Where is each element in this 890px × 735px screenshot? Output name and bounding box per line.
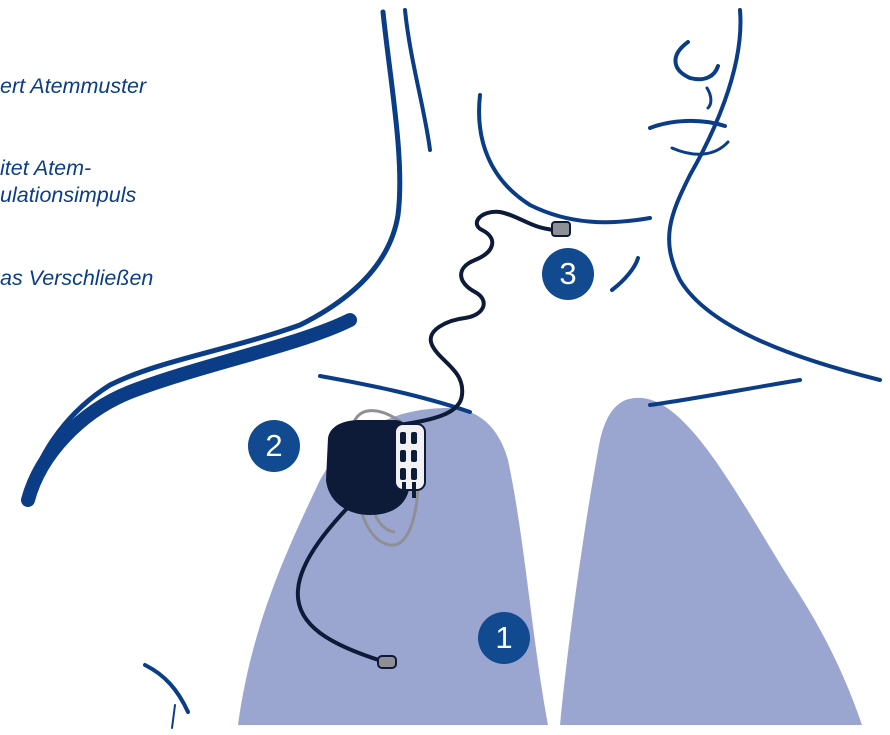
caption-stimulation: itet Atem- ulationsimpuls — [0, 155, 136, 209]
stimulation-lead — [400, 212, 555, 425]
right-lung — [560, 398, 862, 725]
caption-airway: as Verschließen — [0, 265, 153, 292]
caption-sensing: ert Atemmuster — [0, 73, 146, 100]
lead-tip — [378, 656, 396, 668]
marker-1-lungs: 1 — [478, 612, 530, 664]
caption-stimulation-line1: itet Atem- — [0, 155, 136, 182]
device-header — [395, 424, 425, 490]
caption-stimulation-line2: ulationsimpuls — [0, 182, 136, 209]
marker-2-device: 2 — [248, 420, 300, 472]
nerve-electrode-cuff — [552, 222, 570, 236]
marker-3-nerve: 3 — [542, 248, 594, 300]
